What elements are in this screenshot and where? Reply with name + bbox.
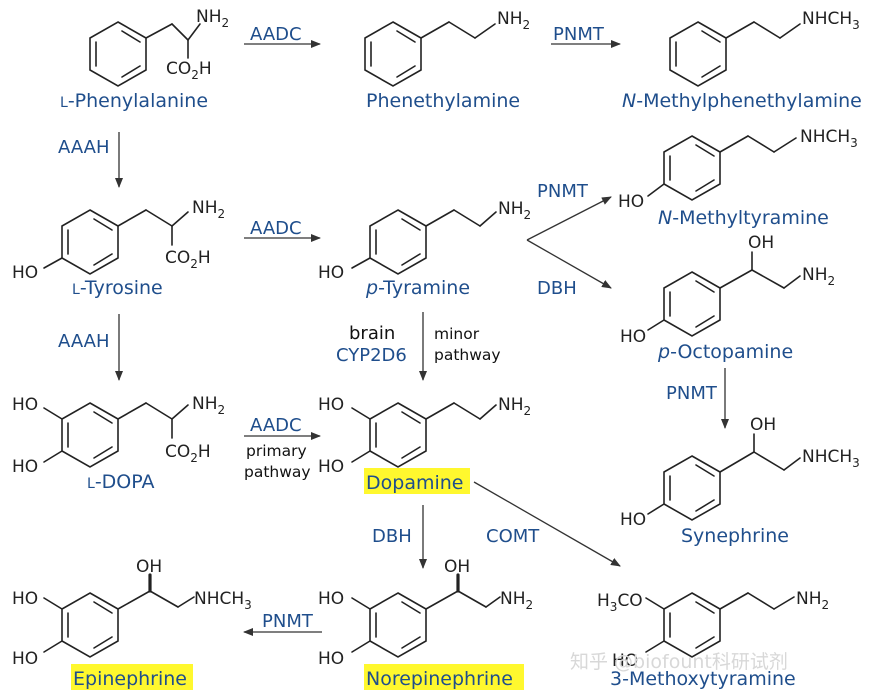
svg-text:HO: HO bbox=[620, 327, 646, 347]
enzyme-aadc-1: AADC bbox=[250, 24, 302, 45]
note-minor: minor bbox=[434, 325, 480, 343]
phenylalanine-structure: NH2 CO2H bbox=[89, 7, 229, 87]
svg-text:HO: HO bbox=[318, 263, 344, 283]
svg-text:NH2: NH2 bbox=[196, 7, 229, 30]
label-n-methylphenethylamine: N-Methylphenethylamine bbox=[622, 90, 862, 112]
dopamine-structure: NH2 HO HO bbox=[318, 395, 531, 477]
svg-text:NHCH3: NHCH3 bbox=[194, 589, 252, 612]
svg-text:H3CO: H3CO bbox=[597, 591, 643, 614]
arrow-dopamine-to-3mt bbox=[473, 481, 621, 567]
svg-text:HO: HO bbox=[12, 649, 38, 669]
svg-text:HO: HO bbox=[618, 192, 644, 212]
svg-text:OH: OH bbox=[750, 415, 776, 435]
svg-text:HO: HO bbox=[12, 395, 38, 415]
svg-text:OH: OH bbox=[748, 233, 774, 253]
svg-text:CO2H: CO2H bbox=[165, 248, 211, 271]
label-phenylalanine: L-Phenylalanine bbox=[60, 90, 208, 112]
svg-text:CO2H: CO2H bbox=[166, 59, 212, 82]
enzyme-pnmt-1: PNMT bbox=[553, 24, 605, 45]
label-synephrine: Synephrine bbox=[681, 525, 789, 547]
svg-text:NH2: NH2 bbox=[497, 9, 530, 32]
note-primary: primary bbox=[246, 442, 307, 460]
enzyme-pnmt-4: PNMT bbox=[262, 611, 314, 632]
svg-text:OH: OH bbox=[444, 557, 470, 577]
svg-text:HO: HO bbox=[318, 457, 344, 477]
svg-text:HO: HO bbox=[12, 457, 38, 477]
svg-text:NH2: NH2 bbox=[192, 394, 225, 417]
highlight-norepinephrine bbox=[364, 664, 524, 690]
svg-text:HO: HO bbox=[318, 649, 344, 669]
svg-text:HO: HO bbox=[12, 589, 38, 609]
label-p-octopamine: p-Octopamine bbox=[657, 341, 793, 363]
enzyme-aadc-3: AADC bbox=[250, 415, 302, 436]
dopa-structure: NH2 CO2H HO HO bbox=[12, 394, 225, 477]
epinephrine-structure: OH NHCH3 HO HO bbox=[12, 557, 252, 669]
enzyme-pnmt-2: PNMT bbox=[537, 181, 589, 202]
enzyme-aaah-1: AAAH bbox=[58, 137, 109, 158]
p-tyramine-structure: NH2 HO bbox=[318, 199, 531, 283]
synephrine-structure: OH NHCH3 HO bbox=[620, 415, 860, 530]
enzyme-aaah-2: AAAH bbox=[58, 331, 109, 352]
label-epinephrine: Epinephrine bbox=[73, 668, 187, 690]
highlight-epinephrine bbox=[71, 664, 193, 690]
label-norepinephrine: Norepinephrine bbox=[366, 668, 513, 690]
phenethylamine-structure: NH2 bbox=[364, 9, 530, 87]
watermark: 知乎 @biofount科研试剂 bbox=[570, 651, 788, 673]
enzyme-cyp2d6: CYP2D6 bbox=[336, 345, 407, 366]
n-methylphenethylamine-structure: NHCH3 bbox=[669, 9, 860, 87]
svg-text:CO2H: CO2H bbox=[165, 442, 211, 465]
label-p-tyramine: p-Tyramine bbox=[365, 277, 470, 299]
label-dopa: L-DOPA bbox=[87, 471, 155, 493]
svg-text:NH2: NH2 bbox=[802, 265, 835, 288]
highlight-dopamine bbox=[364, 468, 470, 494]
svg-text:OH: OH bbox=[136, 557, 162, 577]
label-n-methyltyramine: N-Methyltyramine bbox=[658, 207, 829, 229]
note-pathway-minor: pathway bbox=[434, 346, 501, 364]
label-tyrosine: L-Tyrosine bbox=[72, 277, 163, 299]
arrow-tyramine-to-nmt bbox=[526, 196, 612, 241]
label-phenethylamine: Phenethylamine bbox=[366, 90, 520, 112]
p-octopamine-structure: OH NH2 HO bbox=[620, 233, 835, 347]
note-pathway-primary: pathway bbox=[244, 463, 311, 481]
arrow-tyramine-to-octopamine bbox=[526, 239, 612, 289]
svg-text:HO: HO bbox=[318, 589, 344, 609]
svg-text:HO: HO bbox=[318, 395, 344, 415]
3-methoxytyramine-structure: NH2 H3CO HO bbox=[597, 589, 829, 671]
svg-text:NH2: NH2 bbox=[498, 395, 531, 418]
label-dopamine: Dopamine bbox=[366, 472, 463, 494]
svg-text:NH2: NH2 bbox=[796, 589, 829, 612]
norepinephrine-structure: OH NH2 HO HO bbox=[318, 557, 533, 669]
tyrosine-structure: NH2 CO2H HO bbox=[12, 198, 225, 283]
label-3-methoxytyramine: 3-Methoxytyramine bbox=[610, 668, 796, 690]
svg-text:NHCH3: NHCH3 bbox=[802, 9, 860, 32]
enzyme-dbh-1: DBH bbox=[537, 278, 577, 299]
svg-text:NHCH3: NHCH3 bbox=[800, 127, 858, 150]
svg-text:NH2: NH2 bbox=[498, 199, 531, 222]
enzyme-comt: COMT bbox=[486, 526, 540, 547]
enzyme-dbh-2: DBH bbox=[372, 526, 412, 547]
enzyme-aadc-2: AADC bbox=[250, 218, 302, 239]
svg-text:NH2: NH2 bbox=[192, 198, 225, 221]
svg-text:HO: HO bbox=[12, 263, 38, 283]
svg-text:HO: HO bbox=[620, 510, 646, 530]
enzyme-pnmt-3: PNMT bbox=[666, 383, 718, 404]
svg-text:HO: HO bbox=[612, 651, 638, 671]
n-methyltyramine-structure: NHCH3 HO bbox=[618, 127, 858, 212]
svg-text:NHCH3: NHCH3 bbox=[802, 447, 860, 470]
svg-text:NH2: NH2 bbox=[500, 589, 533, 612]
note-brain: brain bbox=[349, 323, 395, 344]
